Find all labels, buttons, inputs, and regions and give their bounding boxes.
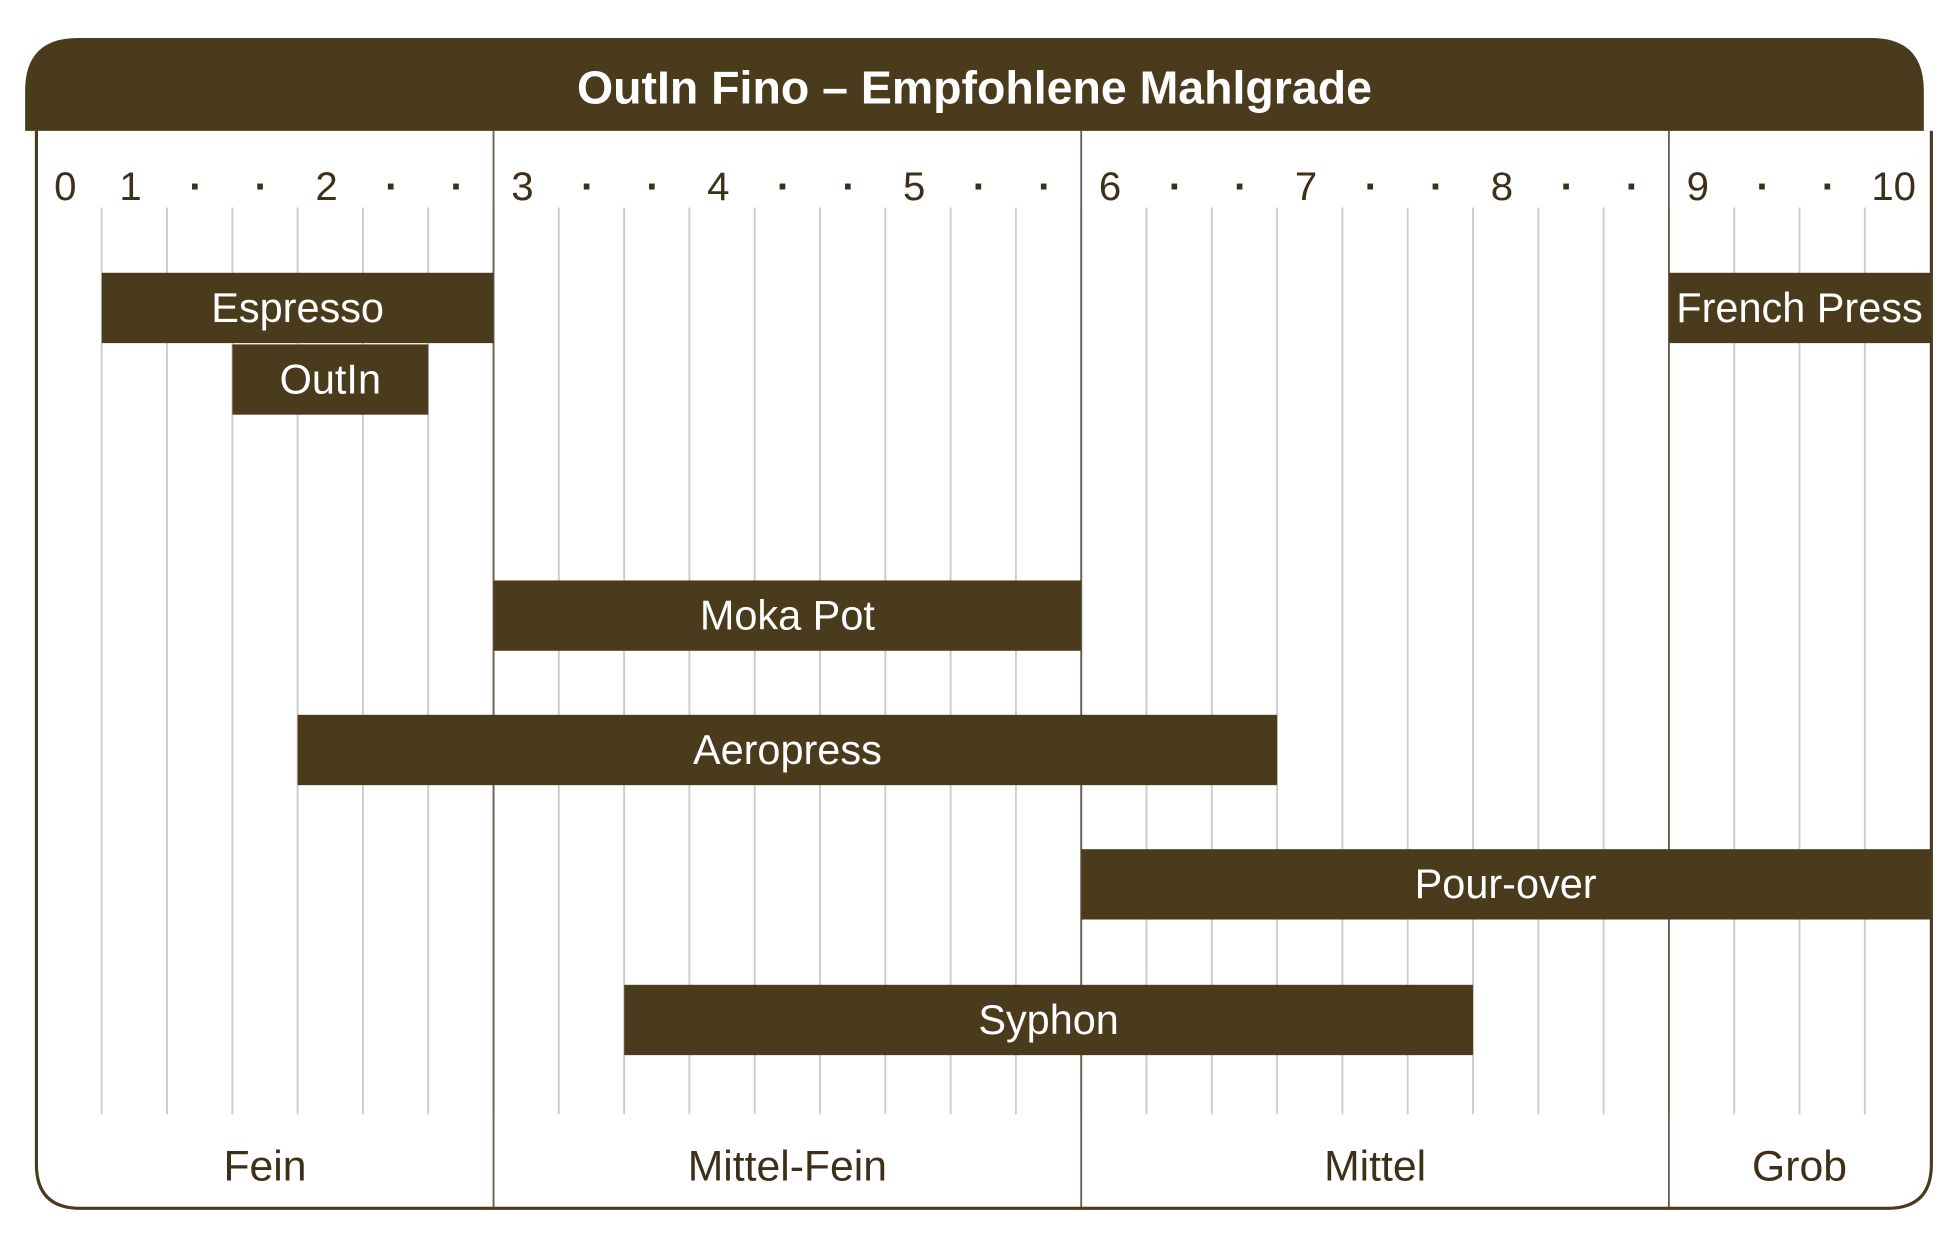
chart-frame [34,130,1933,1210]
bar-moka-pot [493,580,1082,651]
tick-label: · [1561,164,1574,209]
title-bar [25,37,1924,131]
chart-title: OutIn Fino – Empfohlene Mahlgrade [577,61,1372,113]
tick-label: · [255,164,268,209]
bar-label: French Press [1676,284,1922,331]
bar-label: Aeropress [693,726,882,773]
tick-label: 5 [903,164,925,209]
tick-label: · [1626,164,1639,209]
bar-label: Moka Pot [700,591,876,638]
tick-label: · [777,164,790,209]
category-label: Grob [1752,1143,1847,1191]
category-label: Mittel-Fein [688,1143,887,1191]
category-label: Mittel [1324,1143,1426,1191]
bar-syphon [624,984,1474,1056]
tick-label: · [385,164,398,209]
tick-label: · [1822,164,1835,209]
tick-label: 9 [1687,164,1709,209]
tick-label: · [1234,164,1247,209]
tick-label: · [1756,164,1769,209]
bar-label: Espresso [211,284,384,331]
tick-label: · [581,164,594,209]
bar-outin [232,344,429,415]
tick-label: 1 [119,164,141,209]
bar-espresso [101,272,494,344]
tick-label: · [973,164,986,209]
tick-label: 4 [707,164,729,209]
bar-pour-over [1081,849,1931,920]
tick-label: · [842,164,855,209]
bar-french-press [1668,272,1931,344]
bar-aeropress [297,714,1278,786]
tick-label: 2 [315,164,337,209]
bar-label: Syphon [978,996,1119,1043]
tick-label: · [1430,164,1443,209]
category-label: Fein [223,1143,306,1191]
bar-label: Pour-over [1415,860,1597,907]
tick-label: 7 [1295,164,1317,209]
tick-label: 0 [54,164,76,209]
tick-label: 3 [511,164,533,209]
tick-label: · [1169,164,1182,209]
tick-label: 10 [1871,164,1916,209]
tick-label: · [646,164,659,209]
tick-label: · [450,164,463,209]
tick-label: · [1365,164,1378,209]
tick-label: 8 [1491,164,1513,209]
tick-label: 6 [1099,164,1121,209]
tick-label: · [1038,164,1051,209]
bar-label: OutIn [280,355,381,402]
tick-label: · [189,164,202,209]
